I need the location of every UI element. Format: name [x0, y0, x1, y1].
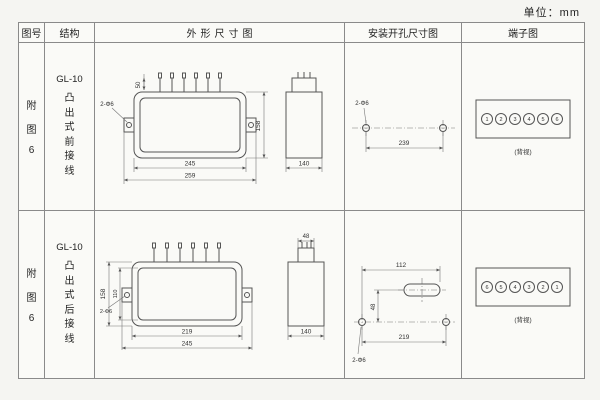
mounting-cell-row1: 239 2-Φ6 [345, 43, 462, 211]
hole-label: 2-Φ6 [352, 358, 366, 364]
fig-char: 图 [26, 125, 37, 136]
terminal-caption: (背视) [514, 315, 531, 324]
terminal-number: 5 [541, 117, 544, 123]
mounting-drawing-front-wiring: 239 2-Φ6 [351, 101, 455, 152]
terminal-number: 1 [555, 285, 558, 291]
terminal-cell-row1: 1 2 3 4 5 6 (背视) [462, 43, 584, 211]
model-label: GL-10 [56, 242, 83, 253]
structure-text: 凸 出 式 后 接 线 [64, 261, 75, 345]
dim-vert-span: 48 [371, 303, 377, 310]
dim-slot-span: 112 [395, 262, 406, 269]
terminal-number: 4 [527, 117, 530, 123]
terminal-number: 6 [485, 285, 488, 291]
structure-cell-row2: GL-10 凸 出 式 后 接 线 [45, 211, 95, 378]
dim-inner-height: 110 [113, 289, 119, 298]
dim-terminal-depth: 48 [302, 234, 309, 240]
structure-text: 凸 出 式 前 接 线 [64, 93, 75, 177]
fig-char: 图 [26, 293, 37, 304]
unit-label: 单位：mm [523, 7, 580, 19]
terminal-diagram-rear-wiring: 6 5 4 3 2 1 (背视) [475, 267, 571, 324]
mounting-drawing-rear-wiring: 112 48 219 2-Φ6 [352, 262, 455, 364]
dim-depth: 140 [298, 160, 309, 167]
terminal-number: 4 [513, 285, 516, 291]
header-mounting: 安装开孔尺寸图 [345, 23, 462, 43]
fig-char: 6 [28, 313, 35, 324]
header-terminal: 端子图 [462, 23, 584, 43]
hole-label: 2-Φ6 [355, 101, 369, 107]
hole-label: 2-Φ6 [99, 309, 111, 315]
dim-hole-span: 219 [398, 334, 409, 341]
dim-body-width: 245 [184, 160, 195, 167]
outline-drawing-rear-wiring: 219 245 158 110 48 140 2-Φ6 [99, 234, 324, 350]
outline-cell-row2: 219 245 158 110 48 140 2-Φ6 [95, 211, 345, 378]
outline-cell-row1: 245 259 158 140 50 2-Φ6 [95, 43, 345, 211]
fig-char: 6 [28, 145, 35, 156]
terminal-number: 3 [527, 285, 530, 291]
terminal-number: 2 [499, 117, 502, 123]
terminal-diagram-front-wiring: 1 2 3 4 5 6 (背视) [475, 99, 571, 156]
mounting-cell-row2: 112 48 219 2-Φ6 [345, 211, 462, 378]
terminal-number: 6 [555, 117, 558, 123]
dim-body-height: 158 [255, 120, 262, 131]
header-outline: 外形尺寸图 [95, 23, 345, 43]
model-label: GL-10 [56, 74, 83, 85]
header-structure: 结构 [45, 23, 95, 43]
structure-cell-row1: GL-10 凸 出 式 前 接 线 [45, 43, 95, 211]
dim-hole-span: 239 [398, 140, 409, 147]
terminal-caption: (背视) [514, 147, 531, 156]
hole-label: 2-Φ6 [100, 102, 114, 108]
fig-cell-row2: 附 图 6 [19, 211, 45, 378]
terminal-number: 1 [485, 117, 488, 123]
dimension-table: 图号 结构 外形尺寸图 安装开孔尺寸图 端子图 附 图 6 GL-10 凸 出 … [18, 22, 585, 379]
dim-overall-width: 245 [181, 340, 192, 347]
terminal-number: 5 [499, 285, 502, 291]
dim-body-height: 158 [100, 288, 107, 299]
dim-pin-height: 50 [136, 81, 142, 88]
fig-char: 附 [26, 101, 37, 112]
terminal-cell-row2: 6 5 4 3 2 1 (背视) [462, 211, 584, 378]
outline-drawing-front-wiring: 245 259 158 140 50 2-Φ6 [100, 71, 322, 184]
header-fig: 图号 [19, 23, 45, 43]
dim-depth: 140 [300, 328, 311, 335]
fig-cell-row1: 附 图 6 [19, 43, 45, 211]
dim-body-width: 219 [181, 328, 192, 335]
terminal-number: 2 [541, 285, 544, 291]
fig-char: 附 [26, 269, 37, 280]
terminal-number: 3 [513, 117, 516, 123]
dim-overall-width: 259 [184, 172, 195, 179]
